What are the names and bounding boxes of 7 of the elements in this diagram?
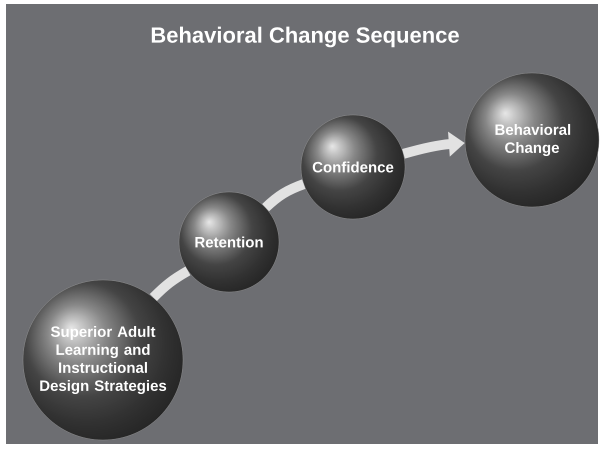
sphere-label: Confidence [312, 161, 394, 172]
sphere [300, 114, 406, 220]
sphere [22, 280, 184, 440]
sphere [178, 192, 280, 292]
title: Behavioral Change Sequence [152, 26, 459, 48]
sphere-label: Retention [195, 236, 263, 248]
sphere [464, 72, 600, 208]
